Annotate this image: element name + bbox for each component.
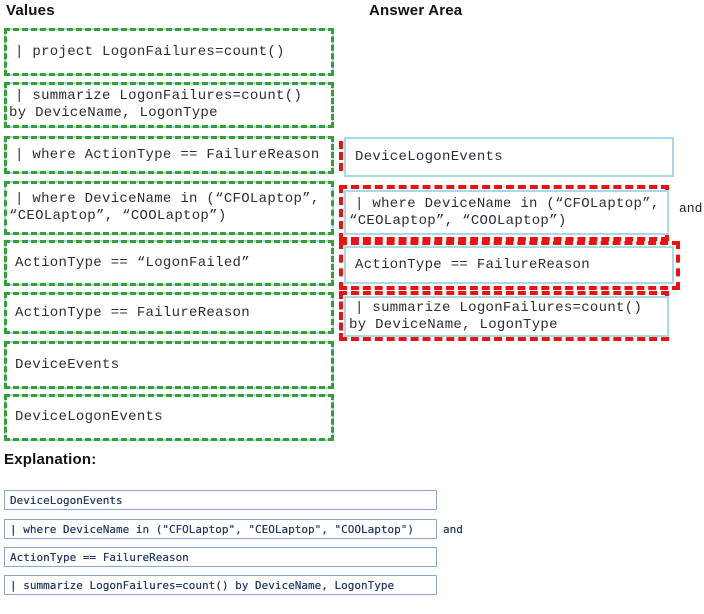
and-connector-label: and xyxy=(679,201,703,216)
code-line: by DeviceName, LogonType xyxy=(349,316,558,333)
code-line: DeviceLogonEvents xyxy=(355,148,503,165)
value-chip-deviceevents[interactable]: DeviceEvents xyxy=(4,341,334,389)
explanation-row: DeviceLogonEvents xyxy=(4,490,437,510)
answer-area-title: Answer Area xyxy=(369,2,463,19)
explanation-code: | summarize LogonFailures=count() by Dev… xyxy=(10,578,395,592)
code-line: | summarize LogonFailures=count() xyxy=(15,88,303,104)
explanation-title: Explanation: xyxy=(4,451,97,468)
code-line: ActionType == FailureReason xyxy=(355,256,590,273)
answer-slot-table[interactable]: DeviceLogonEvents xyxy=(344,137,674,177)
value-chip-summarize-by[interactable]: | summarize LogonFailures=count() by Dev… xyxy=(4,82,334,128)
code-line: | project LogonFailures=count() xyxy=(15,43,285,60)
values-column-title: Values xyxy=(6,2,55,19)
code-line: DeviceEvents xyxy=(15,356,120,373)
code-line: | summarize LogonFailures=count() xyxy=(355,299,643,316)
code-line: “CEOLaptop”, “COOLaptop”) xyxy=(349,212,567,229)
answer-slot-condition[interactable]: ActionType == FailureReason xyxy=(344,246,674,284)
explanation-code: DeviceLogonEvents xyxy=(10,493,123,507)
value-chip-actiontype-logonfailed[interactable]: ActionType == “LogonFailed” xyxy=(4,240,334,286)
code-line: ActionType == FailureReason xyxy=(15,304,250,321)
code-line: DeviceLogonEvents xyxy=(15,409,163,425)
code-line: | where ActionType == FailureReason xyxy=(15,146,320,163)
explanation-row: | summarize LogonFailures=count() by Dev… xyxy=(4,575,437,595)
answer-slot-where-devicename[interactable]: | where DeviceName in (“CFOLaptop”, “CEO… xyxy=(344,190,669,235)
and-connector-label: and xyxy=(443,523,463,536)
code-line: ActionType == “LogonFailed” xyxy=(15,254,250,271)
code-line: | where DeviceName in (“CFOLaptop”, xyxy=(355,195,660,212)
explanation-code: | where DeviceName in ("CFOLaptop", "CEO… xyxy=(10,522,414,536)
code-line: by DeviceName, LogonType xyxy=(9,105,218,121)
explanation-row: ActionType == FailureReason xyxy=(4,547,437,567)
value-chip-where-devicename-in[interactable]: | where DeviceName in (“CFOLaptop”, “CEO… xyxy=(4,181,334,235)
value-chip-where-actiontype[interactable]: | where ActionType == FailureReason xyxy=(4,136,334,174)
explanation-row: | where DeviceName in ("CFOLaptop", "CEO… xyxy=(4,519,437,539)
explanation-code: ActionType == FailureReason xyxy=(10,550,189,564)
value-chip-project-count[interactable]: | project LogonFailures=count() xyxy=(4,28,334,76)
value-chip-actiontype-failurereason[interactable]: ActionType == FailureReason xyxy=(4,292,334,334)
code-line: “CEOLaptop”, “COOLaptop”) xyxy=(9,208,227,224)
value-chip-devicelogonevents[interactable]: DeviceLogonEvents xyxy=(4,394,334,441)
correct-answer-mark-left xyxy=(339,141,343,171)
code-line: | where DeviceName in (“CFOLaptop”, xyxy=(15,191,320,207)
answer-slot-summarize[interactable]: | summarize LogonFailures=count() by Dev… xyxy=(344,296,669,337)
